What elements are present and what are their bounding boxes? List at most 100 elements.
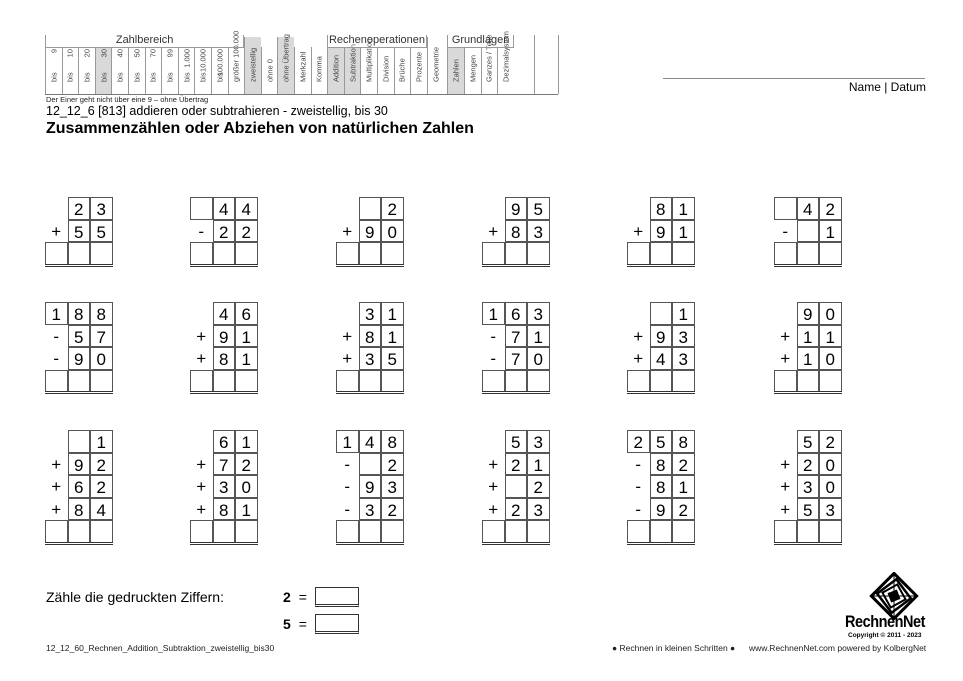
digit-cell: 7 — [504, 347, 527, 370]
answer-cell[interactable] — [796, 520, 819, 543]
answer-cell[interactable] — [819, 242, 842, 265]
answer-cell[interactable] — [212, 369, 235, 392]
digit-cell: 1 — [482, 302, 505, 325]
answer-cell[interactable] — [212, 520, 235, 543]
answer-cell[interactable] — [649, 520, 672, 543]
column-label: bis — [215, 72, 225, 82]
answer-cell[interactable] — [190, 520, 213, 543]
name-date-line[interactable] — [663, 78, 925, 79]
result-double-line — [336, 391, 404, 394]
answer-cell[interactable] — [627, 242, 650, 265]
group-divider — [45, 47, 245, 48]
answer-cell[interactable] — [482, 520, 505, 543]
digit-cell: 3 — [672, 324, 695, 347]
digit-cell: 8 — [649, 197, 672, 220]
answer-cell[interactable] — [90, 520, 113, 543]
answer-cell[interactable] — [90, 369, 113, 392]
answer-cell[interactable] — [381, 242, 404, 265]
answer-cell[interactable] — [235, 369, 258, 392]
digit-cell: 9 — [212, 324, 235, 347]
answer-cell[interactable] — [774, 520, 797, 543]
result-double-line — [627, 391, 695, 394]
count-answer-box-5[interactable] — [315, 614, 359, 634]
answer-cell[interactable] — [45, 369, 68, 392]
digit-cell: 1 — [45, 302, 68, 325]
group-grundlagen: Grundlagen — [447, 35, 514, 47]
geometrie-col: Geometrie — [426, 37, 444, 94]
column-label: bis — [115, 72, 125, 82]
count-answer-box-2[interactable] — [315, 587, 359, 607]
answer-cell[interactable] — [67, 520, 90, 543]
answer-cell[interactable] — [527, 520, 550, 543]
answer-cell[interactable] — [627, 520, 650, 543]
equals-sign: = — [298, 616, 307, 632]
digit-cell: 1 — [235, 347, 258, 370]
answer-cell[interactable] — [336, 242, 359, 265]
answer-cell[interactable] — [649, 242, 672, 265]
answer-cell[interactable] — [67, 369, 90, 392]
answer-cell[interactable] — [190, 242, 213, 265]
answer-cell[interactable] — [527, 369, 550, 392]
result-double-line — [482, 263, 550, 267]
answer-cell[interactable] — [527, 242, 550, 265]
digit-cell: 3 — [358, 302, 381, 325]
answer-cell[interactable] — [649, 369, 672, 392]
group-zahlbereich: Zahlbereich — [45, 35, 245, 47]
digit-cell: 5 — [527, 197, 550, 220]
answer-cell[interactable] — [672, 242, 695, 265]
answer-cell[interactable] — [796, 242, 819, 265]
footer-site-link[interactable]: www.RechnenNet.com powered by KolbergNet — [749, 643, 927, 653]
answer-cell[interactable] — [336, 520, 359, 543]
digit-cell: 5 — [796, 497, 819, 520]
answer-cell[interactable] — [358, 242, 381, 265]
answer-cell[interactable] — [190, 369, 213, 392]
operator-cell: + — [51, 499, 62, 519]
answer-cell[interactable] — [796, 369, 819, 392]
answer-cell[interactable] — [504, 242, 527, 265]
answer-cell[interactable] — [212, 242, 235, 265]
answer-cell[interactable] — [358, 520, 381, 543]
digit-cell: 8 — [649, 452, 672, 475]
answer-cell[interactable] — [819, 369, 842, 392]
answer-cell[interactable] — [504, 369, 527, 392]
range-number: 70 — [148, 49, 158, 58]
result-double-line — [190, 263, 258, 267]
answer-cell[interactable] — [381, 369, 404, 392]
answer-cell[interactable] — [672, 369, 695, 392]
count-digit-2: 2= — [283, 589, 307, 605]
answer-cell[interactable] — [381, 520, 404, 543]
answer-cell[interactable] — [235, 242, 258, 265]
digit-cell: 4 — [212, 197, 235, 220]
misc-col-1: ohne 0 — [260, 47, 278, 94]
answer-cell[interactable] — [482, 242, 505, 265]
digit-cell: 1 — [796, 324, 819, 347]
answer-cell[interactable] — [774, 369, 797, 392]
answer-cell[interactable] — [482, 369, 505, 392]
count-digit-value: 5 — [283, 616, 291, 632]
column-label: bis — [82, 72, 92, 82]
answer-cell[interactable] — [672, 520, 695, 543]
answer-cell[interactable] — [336, 369, 359, 392]
column-label: Division — [381, 55, 391, 82]
answer-cell[interactable] — [358, 369, 381, 392]
answer-cell[interactable] — [45, 242, 68, 265]
digit-cell: 8 — [672, 430, 695, 453]
digit-cell: 1 — [819, 219, 842, 242]
digit-cell: 2 — [381, 197, 404, 220]
answer-cell[interactable] — [819, 520, 842, 543]
answer-cell[interactable] — [504, 520, 527, 543]
operator-cell: + — [780, 326, 791, 346]
digit-cell: 6 — [212, 430, 235, 453]
answer-cell[interactable] — [67, 242, 90, 265]
answer-cell[interactable] — [774, 242, 797, 265]
answer-cell[interactable] — [45, 520, 68, 543]
rechnennet-logo-icon — [869, 572, 919, 620]
operator-cell: + — [51, 454, 62, 474]
digit-cell: 9 — [649, 324, 672, 347]
range-number: 99 — [165, 49, 175, 58]
answer-cell[interactable] — [235, 520, 258, 543]
answer-cell[interactable] — [627, 369, 650, 392]
answer-cell[interactable] — [90, 242, 113, 265]
operator-cell: + — [780, 349, 791, 368]
